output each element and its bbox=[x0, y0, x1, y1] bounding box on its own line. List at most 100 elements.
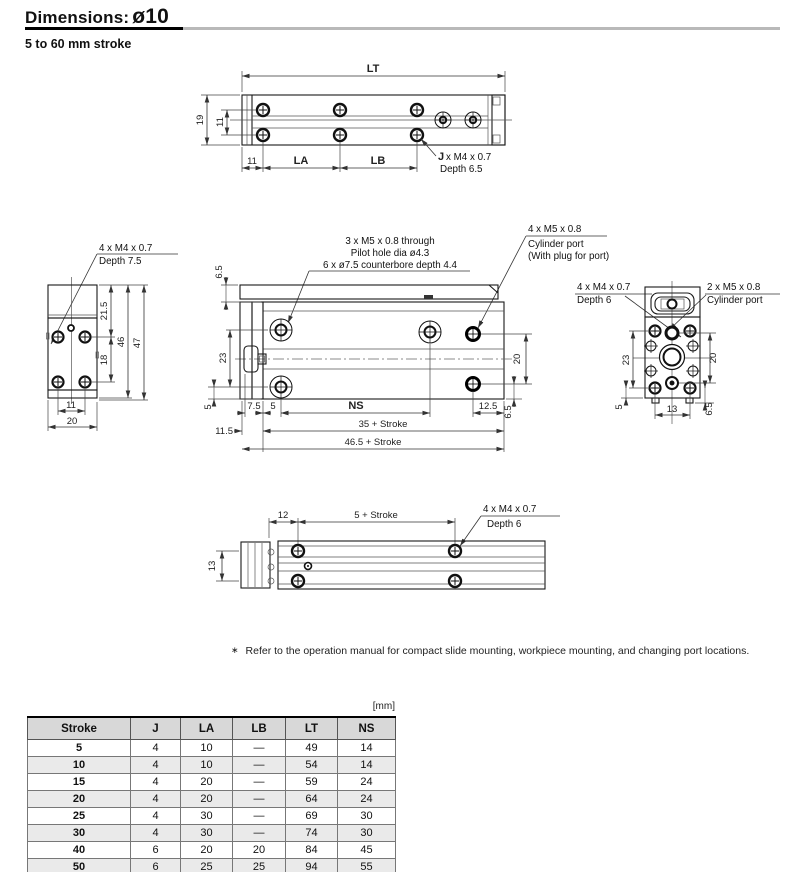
through-hole-label-1: 3 x M5 x 0.8 through bbox=[345, 236, 434, 247]
dim-label-7-5: 7.5 bbox=[247, 401, 260, 412]
value-cell: 69 bbox=[285, 807, 338, 825]
value-cell: 54 bbox=[285, 756, 338, 774]
dim-label-21-5: 21.5 bbox=[99, 302, 110, 321]
value-cell: 55 bbox=[337, 858, 396, 872]
m4-depth-label: Depth 6 bbox=[577, 295, 612, 306]
dim-label-20r2: 20 bbox=[708, 353, 719, 364]
dim-label-11: 11 bbox=[66, 400, 76, 411]
value-cell: 30 bbox=[180, 807, 233, 825]
stroke-cell: 50 bbox=[27, 858, 131, 872]
mount-thread-depth-label: Depth 7.5 bbox=[99, 256, 142, 267]
value-cell: 59 bbox=[285, 773, 338, 791]
mount-thread-label: 4 x M4 x 0.7 bbox=[99, 243, 152, 254]
value-cell: 10 bbox=[180, 756, 233, 774]
page-title: Dimensions:ø10 bbox=[25, 5, 169, 29]
dim-label-46-5-stroke: 46.5 + Stroke bbox=[345, 437, 402, 448]
value-cell: 24 bbox=[337, 773, 396, 791]
page-title-text: Dimensions: bbox=[25, 8, 130, 27]
port-holes-front-view bbox=[465, 326, 481, 392]
dim-label-lt: LT bbox=[367, 63, 380, 75]
value-cell: 84 bbox=[285, 841, 338, 859]
thread-depth-label: Depth 6.5 bbox=[440, 164, 483, 175]
mount-holes-left-view bbox=[51, 324, 92, 389]
value-cell: 30 bbox=[337, 807, 396, 825]
value-cell: 4 bbox=[130, 739, 181, 757]
value-cell: 4 bbox=[130, 824, 181, 842]
value-cell: 74 bbox=[285, 824, 338, 842]
dim-label-47: 47 bbox=[132, 338, 143, 349]
dim-label-5: 5 bbox=[270, 401, 275, 412]
port-holes-top-view bbox=[434, 111, 482, 129]
dim-label-23: 23 bbox=[218, 353, 229, 364]
dim-label-12-5: 12.5 bbox=[479, 401, 498, 412]
left-end-view-drawing: 4 x M4 x 0.7 Depth 7.5 bbox=[46, 243, 178, 431]
dim-label-5-stroke: 5 + Stroke bbox=[354, 510, 398, 521]
stroke-cell: 40 bbox=[27, 841, 131, 859]
value-cell: 20 bbox=[180, 773, 233, 791]
value-cell: 30 bbox=[337, 824, 396, 842]
value-cell: 4 bbox=[130, 790, 181, 808]
dim-label-5r: 5 bbox=[614, 404, 625, 409]
bottom-thread-depth-label: Depth 6 bbox=[487, 519, 522, 530]
dim-label-6-5r: 6.5 bbox=[704, 402, 715, 415]
stroke-cell: 10 bbox=[27, 756, 131, 774]
dim-label-20: 20 bbox=[67, 416, 78, 427]
dim-label-j: J bbox=[438, 151, 444, 163]
stroke-cell: 5 bbox=[27, 739, 131, 757]
stroke-range-subtitle: 5 to 60 mm stroke bbox=[25, 37, 132, 51]
cyl-port-label-1: 4 x M5 x 0.8 bbox=[528, 224, 582, 235]
dim-label-11h: 11 bbox=[247, 156, 257, 167]
value-cell: 4 bbox=[130, 773, 181, 791]
m4-thread-label: 4 x M4 x 0.7 bbox=[577, 282, 630, 293]
value-cell: 14 bbox=[337, 756, 396, 774]
value-cell: 6 bbox=[130, 858, 181, 872]
column-header: NS bbox=[337, 717, 396, 740]
stroke-cell: 30 bbox=[27, 824, 131, 842]
holes-right-view bbox=[644, 324, 700, 395]
dim-label-13b: 13 bbox=[207, 561, 218, 572]
value-cell: 10 bbox=[180, 739, 233, 757]
value-cell: — bbox=[232, 824, 286, 842]
cyl-port-label-2: Cylinder port bbox=[528, 239, 584, 250]
dim-label-13r: 13 bbox=[667, 404, 678, 415]
dim-label-6-5-bot: 6.5 bbox=[503, 405, 514, 418]
value-cell: 30 bbox=[180, 824, 233, 842]
bottom-view-drawing: 12 5 + Stroke 4 x M4 x 0.7 Depth 6 bbox=[207, 504, 560, 590]
value-cell: 4 bbox=[130, 756, 181, 774]
dim-label-11-5: 11.5 bbox=[215, 426, 233, 437]
value-cell: 24 bbox=[337, 790, 396, 808]
column-header: J bbox=[130, 717, 181, 740]
value-cell: 20 bbox=[180, 790, 233, 808]
value-cell: — bbox=[232, 790, 286, 808]
value-cell: 6 bbox=[130, 841, 181, 859]
dim-label-6-5-top: 6.5 bbox=[214, 265, 225, 278]
m5-port-label: 2 x M5 x 0.8 bbox=[707, 282, 761, 293]
value-cell: 45 bbox=[337, 841, 396, 859]
top-view-drawing: LT bbox=[195, 63, 512, 175]
value-cell: — bbox=[232, 773, 286, 791]
value-cell: — bbox=[232, 807, 286, 825]
bottom-thread-label: 4 x M4 x 0.7 bbox=[483, 504, 536, 515]
column-header: LB bbox=[232, 717, 286, 740]
dim-label-lb: LB bbox=[371, 155, 386, 167]
dim-label-la: LA bbox=[294, 155, 309, 167]
value-cell: 20 bbox=[180, 841, 233, 859]
value-cell: 20 bbox=[232, 841, 286, 859]
stroke-cell: 15 bbox=[27, 773, 131, 791]
value-cell: — bbox=[232, 756, 286, 774]
front-side-view-drawing: 3 x M5 x 0.8 through Pilot hole dia ø4.3… bbox=[203, 224, 609, 452]
value-cell: 25 bbox=[180, 858, 233, 872]
dim-label-18: 18 bbox=[99, 355, 110, 366]
value-cell: 64 bbox=[285, 790, 338, 808]
bore-size: ø10 bbox=[132, 5, 170, 28]
dim-label-23r: 23 bbox=[621, 355, 632, 366]
